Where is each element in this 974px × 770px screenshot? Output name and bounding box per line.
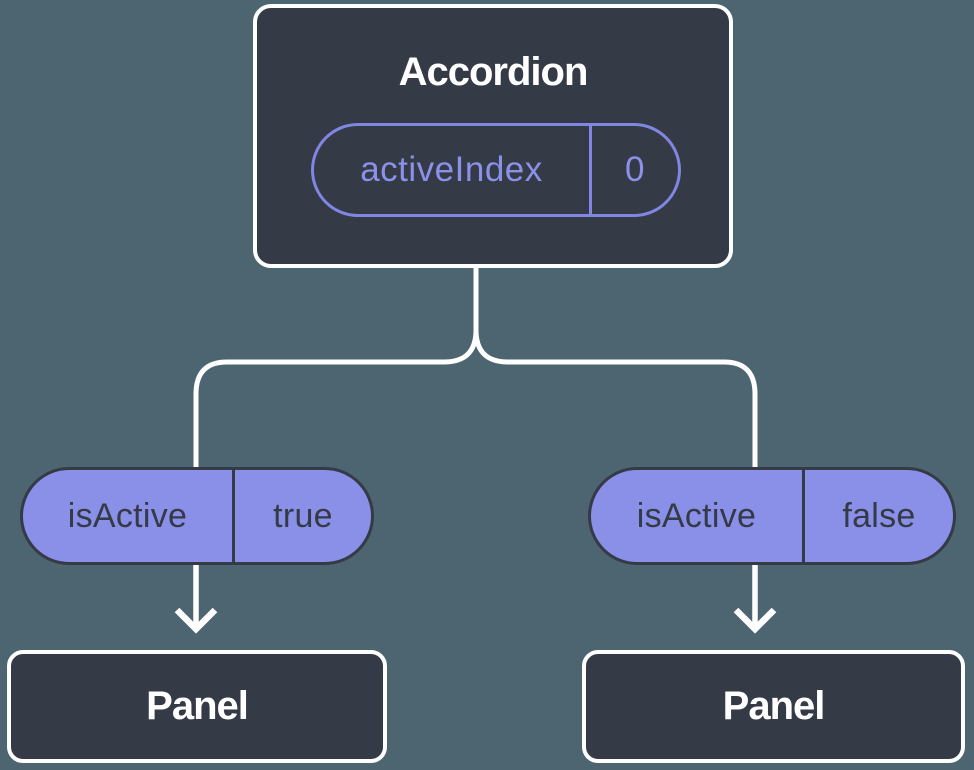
prop-pill-right: isActive false (588, 467, 956, 565)
accordion-node: Accordion activeIndex 0 (253, 4, 733, 268)
panel-node-title: Panel (146, 684, 249, 728)
prop-value: false (842, 496, 916, 535)
state-pill: activeIndex 0 (311, 123, 681, 217)
prop-pill-left: isActive true (20, 467, 374, 565)
prop-name: isActive (591, 470, 805, 562)
tree-branch-right (473, 266, 758, 468)
arrow-down-icon (174, 564, 218, 634)
state-name: activeIndex (314, 126, 592, 214)
accordion-node-title: Accordion (398, 50, 589, 94)
panel-node-right: Panel (582, 650, 965, 763)
tree-branch-left (193, 266, 479, 468)
prop-name: isActive (23, 470, 235, 562)
state-value: 0 (625, 150, 645, 189)
panel-node-left: Panel (7, 650, 387, 763)
arrow-down-icon (733, 564, 777, 634)
panel-node-title: Panel (722, 684, 826, 728)
prop-value: true (273, 496, 333, 535)
